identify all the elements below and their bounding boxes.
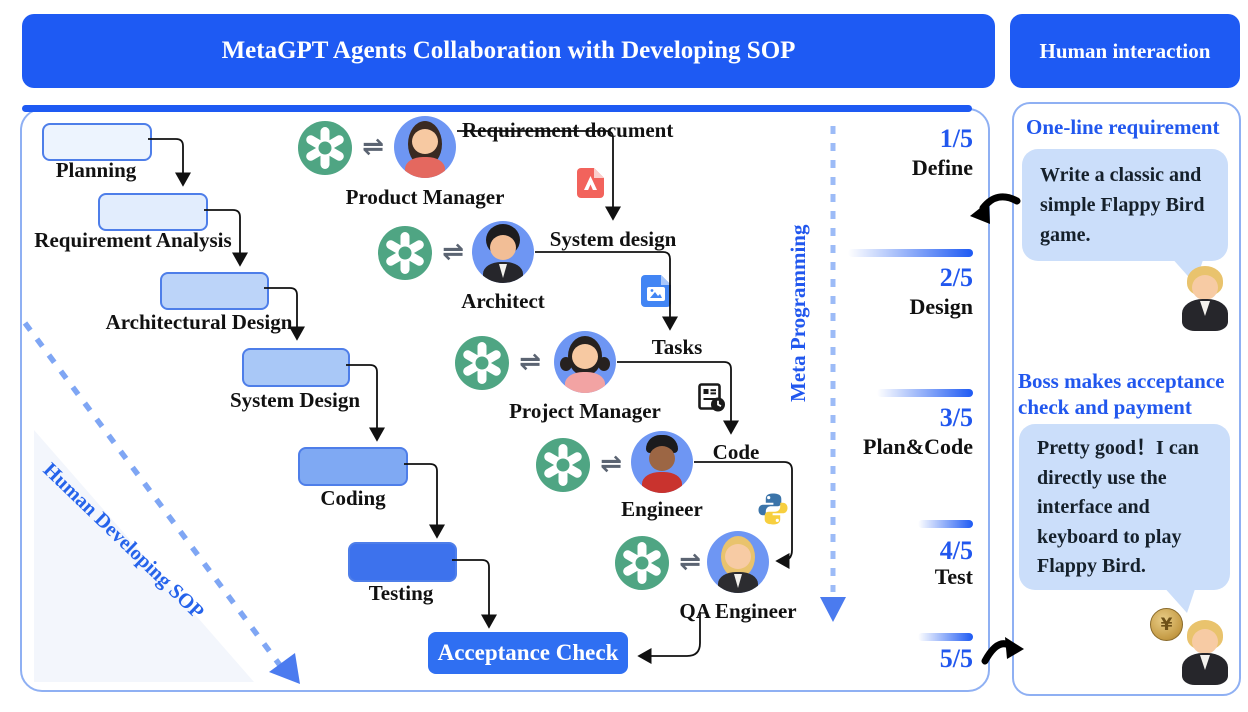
flow-label-requirement-analysis: Requirement Analysis [34, 228, 232, 252]
stage-5-bar [918, 633, 973, 641]
acceptance-check-box: Acceptance Check [428, 632, 628, 674]
boss-line-3: interface and [1037, 496, 1150, 518]
one-line-requirement-title: One-line requirement [1026, 115, 1220, 139]
stage-1-bar [22, 105, 972, 112]
stage-5-number: 5/5 [939, 644, 973, 673]
qa-engineer-label: QA Engineer [679, 599, 797, 623]
exchange-arrows-icon: ⇌ [519, 347, 541, 377]
requirement-bubble [1022, 149, 1228, 261]
stage-2-bar [848, 249, 973, 257]
exchange-arrows-icon: ⇌ [679, 547, 701, 577]
exchange-arrows-icon: ⇌ [362, 132, 384, 162]
python-icon [758, 493, 788, 525]
flow-label-system-design: System Design [229, 388, 361, 412]
flow-box-coding [298, 447, 408, 486]
qa-engineer-avatar [707, 531, 769, 593]
requirement-line-2: simple Flappy Bird [1040, 194, 1205, 216]
gpt-icon [615, 536, 669, 590]
main-header-title: MetaGPT Agents Collaboration with Develo… [221, 37, 796, 64]
design-doc-icon [641, 275, 671, 307]
human-interaction-title: Human interaction [1039, 38, 1211, 63]
gpt-icon [378, 226, 432, 280]
meta-programming-label: Meta Programming [786, 224, 810, 402]
engineer-label: Engineer [621, 497, 703, 521]
human-interaction-header: Human interaction [1010, 14, 1240, 88]
requirement-bubble-text: Write a classic and simple Flappy Bird g… [1040, 160, 1204, 250]
boss-line-2: directly use the [1037, 466, 1167, 489]
architect-avatar [472, 221, 534, 283]
acceptance-check-label: Acceptance Check [437, 640, 619, 665]
tasks-label: Tasks [651, 335, 703, 359]
exchange-arrows-icon: ⇌ [442, 237, 464, 267]
flow-label-testing: Testing [368, 581, 434, 605]
stage-4-number: 4/5 [939, 536, 973, 565]
stage-3-bar [877, 389, 973, 397]
stage-1-name: Define [911, 155, 973, 180]
exchange-arrows-icon: ⇌ [600, 449, 622, 479]
flow-label-coding: Coding [320, 486, 386, 510]
boss-bubble-text: Pretty good！I can directly use the inter… [1037, 434, 1199, 582]
flow-box-requirement-analysis [98, 193, 208, 231]
boss-line-1: Pretty good！I can [1037, 437, 1199, 459]
stage-2-name: Design [909, 294, 973, 319]
requirement-document-label: Requirement document [462, 118, 674, 142]
yen-symbol: ¥ [1160, 614, 1173, 635]
main-header: MetaGPT Agents Collaboration with Develo… [22, 14, 995, 88]
stage-1-number: 1/5 [939, 124, 973, 153]
boss-avatar-payment [1180, 620, 1230, 686]
gpt-icon [298, 121, 352, 175]
stage-4-name: Test [934, 564, 973, 589]
requirement-line-3: game. [1040, 224, 1091, 246]
architect-label: Architect [461, 289, 545, 313]
stage-4-bar [918, 520, 973, 528]
code-label: Code [712, 440, 760, 464]
boss-line-4: keyboard to play [1037, 525, 1182, 548]
gpt-icon [455, 336, 509, 390]
gpt-icon [536, 438, 590, 492]
product-manager-avatar [394, 116, 456, 178]
task-list-icon [698, 383, 725, 412]
payment-coin-icon: ¥ [1150, 608, 1183, 641]
stage-2-number: 2/5 [939, 263, 973, 292]
stage-3-number: 3/5 [939, 403, 973, 432]
flow-box-planning [42, 123, 152, 161]
product-manager-label: Product Manager [345, 185, 505, 209]
flow-label-planning: Planning [55, 158, 137, 182]
flow-box-system-design [242, 348, 350, 387]
boss-title-line-1: Boss makes acceptance [1018, 369, 1225, 393]
project-manager-label: Project Manager [509, 399, 661, 423]
boss-title-line-2: check and payment [1018, 395, 1192, 419]
boss-avatar [1180, 266, 1230, 332]
engineer-avatar [631, 431, 693, 493]
flow-box-testing [348, 542, 457, 582]
boss-line-5: Flappy Bird. [1037, 555, 1146, 577]
flow-label-architectural-design: Architectural Design [105, 310, 293, 334]
stage-3-name: Plan&Code [863, 434, 973, 459]
pdf-icon [577, 168, 604, 198]
requirement-line-1: Write a classic and [1040, 164, 1202, 186]
flow-box-architectural-design [160, 272, 269, 310]
boss-acceptance-title: Boss makes acceptance check and payment [1018, 368, 1224, 420]
boss-bubble [1019, 424, 1230, 590]
system-design-label: System design [549, 227, 677, 251]
project-manager-avatar [554, 331, 616, 393]
